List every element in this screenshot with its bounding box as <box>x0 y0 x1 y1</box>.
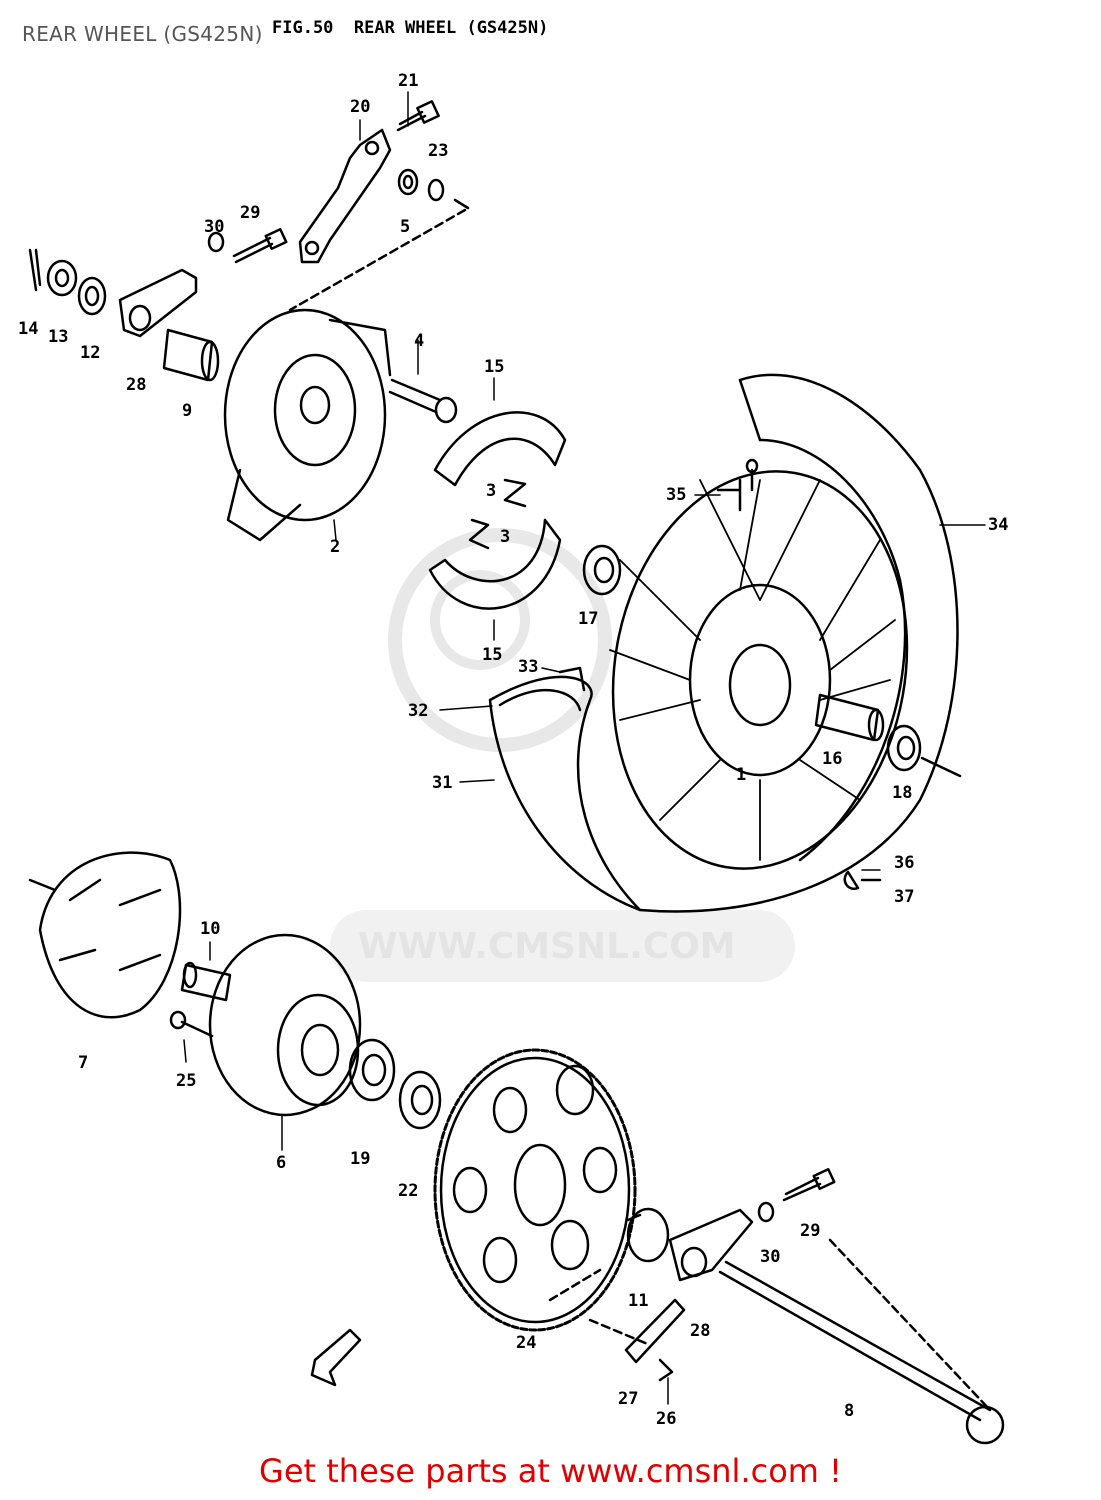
callout-23: 23 <box>428 141 448 161</box>
part-34-tire[interactable] <box>638 373 959 913</box>
part-6-sprocket-mount[interactable] <box>208 933 362 1117</box>
callout-10: 10 <box>200 919 220 939</box>
callout-1: 1 <box>736 765 746 785</box>
part-8-axle[interactable] <box>718 1260 1005 1445</box>
part-26-clip[interactable] <box>658 1358 674 1382</box>
callout-28-left: 28 <box>126 375 146 395</box>
callout-22: 22 <box>398 1181 418 1201</box>
callout-19: 19 <box>350 1149 370 1169</box>
part-22-oil-seal[interactable] <box>398 1070 442 1130</box>
callout-28-right: 28 <box>690 1321 710 1341</box>
callout-30-right: 30 <box>760 1247 780 1267</box>
part-9-spacer[interactable] <box>162 328 220 382</box>
part-3-spring-lower[interactable] <box>468 518 490 550</box>
callout-30-left: 30 <box>204 217 224 237</box>
callout-26: 26 <box>656 1409 676 1429</box>
part-20-torque-link[interactable] <box>298 128 392 264</box>
callout-27: 27 <box>618 1389 638 1409</box>
part-15-brake-shoe-upper[interactable] <box>433 411 567 487</box>
callout-33: 33 <box>518 657 538 677</box>
part-5-washer[interactable] <box>397 168 419 196</box>
callout-8: 8 <box>844 1401 854 1421</box>
part-36-37-balancer[interactable] <box>843 870 882 891</box>
part-27-stopper[interactable] <box>624 1298 686 1364</box>
callout-7: 7 <box>78 1053 88 1073</box>
part-21-bolt[interactable] <box>396 100 440 132</box>
part-33-valve-cap[interactable] <box>558 666 586 692</box>
callout-labels: 21 20 23 5 30 29 14 13 12 28 9 4 15 3 3 … <box>18 71 1008 1429</box>
callout-2: 2 <box>330 537 340 557</box>
part-31-tube[interactable] <box>488 675 642 912</box>
part-7-cushion[interactable] <box>28 851 182 1019</box>
part-11-spacer[interactable] <box>626 1207 670 1263</box>
callout-3-lower: 3 <box>500 527 510 547</box>
part-24-rear-sprocket[interactable] <box>433 1048 637 1332</box>
callout-13: 13 <box>48 327 68 347</box>
callout-24: 24 <box>516 1333 536 1353</box>
callout-25: 25 <box>176 1071 196 1091</box>
callout-4: 4 <box>414 331 424 351</box>
part-3-spring-upper[interactable] <box>503 478 527 508</box>
part-30-nut-left[interactable] <box>207 231 225 253</box>
page-title: REAR WHEEL (GS425N) <box>22 22 263 46</box>
callout-14: 14 <box>18 319 38 339</box>
part-17-bearing[interactable] <box>582 544 622 596</box>
callout-15-lower: 15 <box>482 645 502 665</box>
callout-29-right: 29 <box>800 1221 820 1241</box>
callout-17: 17 <box>578 609 598 629</box>
figure-header: FIG.50 REAR WHEEL (GS425N) <box>272 18 549 38</box>
callout-31: 31 <box>432 773 452 793</box>
callout-21: 21 <box>398 71 418 91</box>
part-12-washer[interactable] <box>77 276 107 316</box>
callout-9: 9 <box>182 401 192 421</box>
watermark: WWW.CMSNL.COM <box>330 528 795 982</box>
callout-32: 32 <box>408 701 428 721</box>
part-18-bearing[interactable] <box>886 724 962 778</box>
callout-15-upper: 15 <box>484 357 504 377</box>
part-10-spacer[interactable] <box>180 961 232 1002</box>
callout-16: 16 <box>822 749 842 769</box>
part-28-chain-adjuster-right[interactable] <box>668 1208 754 1282</box>
callout-11: 11 <box>628 1291 648 1311</box>
callout-5: 5 <box>400 217 410 237</box>
callout-6: 6 <box>276 1153 286 1173</box>
part-23-nut[interactable] <box>427 178 445 202</box>
callout-18: 18 <box>892 783 912 803</box>
part-29-bolt-right[interactable] <box>782 1168 836 1202</box>
part-28-chain-adjuster-left[interactable] <box>118 268 198 338</box>
part-14-cotter-pin[interactable] <box>28 248 42 292</box>
part-25-bolt[interactable] <box>169 1010 214 1038</box>
wheel-spokes <box>609 479 896 861</box>
callout-20: 20 <box>350 97 370 117</box>
part-4-brake-cam[interactable] <box>388 378 458 424</box>
part-13-nut[interactable] <box>46 259 78 297</box>
callout-35: 35 <box>666 485 686 505</box>
part-35-valve[interactable] <box>716 458 759 512</box>
front-direction-arrow <box>310 1328 362 1387</box>
part-2-brake-panel[interactable] <box>223 308 392 542</box>
cmsnl-parts-link[interactable]: Get these parts at www.cmsnl.com ! <box>259 1452 842 1490</box>
watermark-text: WWW.CMSNL.COM <box>358 926 736 967</box>
part-32-rim-band[interactable] <box>498 689 582 712</box>
part-16-spacer[interactable] <box>814 693 885 742</box>
part-15-brake-shoe-lower[interactable] <box>428 518 562 610</box>
callout-36: 36 <box>894 853 914 873</box>
callout-29-left: 29 <box>240 203 260 223</box>
callout-37: 37 <box>894 887 914 907</box>
callout-34: 34 <box>988 515 1008 535</box>
callout-3-upper: 3 <box>486 481 496 501</box>
part-29-bolt-left[interactable] <box>232 228 288 264</box>
part-19-bearing[interactable] <box>348 1038 396 1102</box>
part-30-nut-right[interactable] <box>757 1201 775 1223</box>
callout-12: 12 <box>80 343 100 363</box>
